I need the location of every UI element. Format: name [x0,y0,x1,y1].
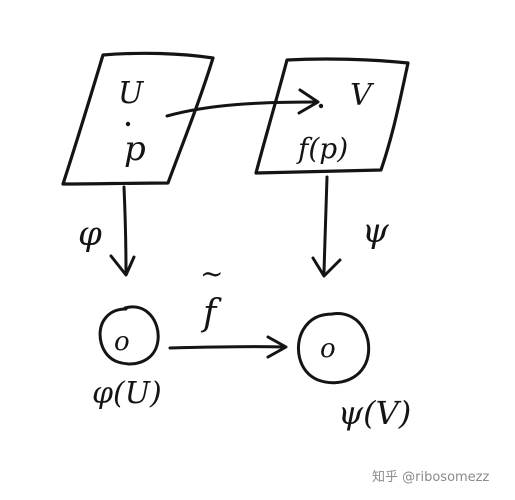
arrow-phi [109,185,136,277]
arrow-psi [311,175,342,278]
right-chart-point-dot [318,103,324,109]
right-chart-parallelogram [254,57,410,175]
map-psi-label: ψ [362,211,389,251]
map-phi-label: φ [78,214,102,254]
image-right-label: ψ(V) [338,394,411,432]
arrow-f-tilde [168,335,288,359]
arrow-p-to-fp [165,88,320,118]
right-chart-point-label: f(p) [296,132,348,165]
right-chart-set-label: V [350,78,375,113]
image-left-label: φ(U) [92,376,162,411]
right-chart: V f(p) [254,57,410,175]
map-f-accent: ~ [200,257,223,290]
image-left-center: o [114,327,130,357]
left-chart-point-dot [125,121,131,127]
left-chart-point-label: p [124,129,146,169]
map-f-label: f [200,293,222,334]
left-chart-set-label: U [118,76,145,111]
image-left: o φ(U) [92,305,162,411]
image-right-center: o [320,334,336,364]
left-chart: U p [61,51,215,186]
image-right: o ψ(V) [296,312,411,432]
watermark: 知乎 @ribosomezz [372,470,490,485]
left-chart-parallelogram [61,51,215,186]
image-left-blob [98,305,160,366]
image-right-blob [296,312,371,385]
